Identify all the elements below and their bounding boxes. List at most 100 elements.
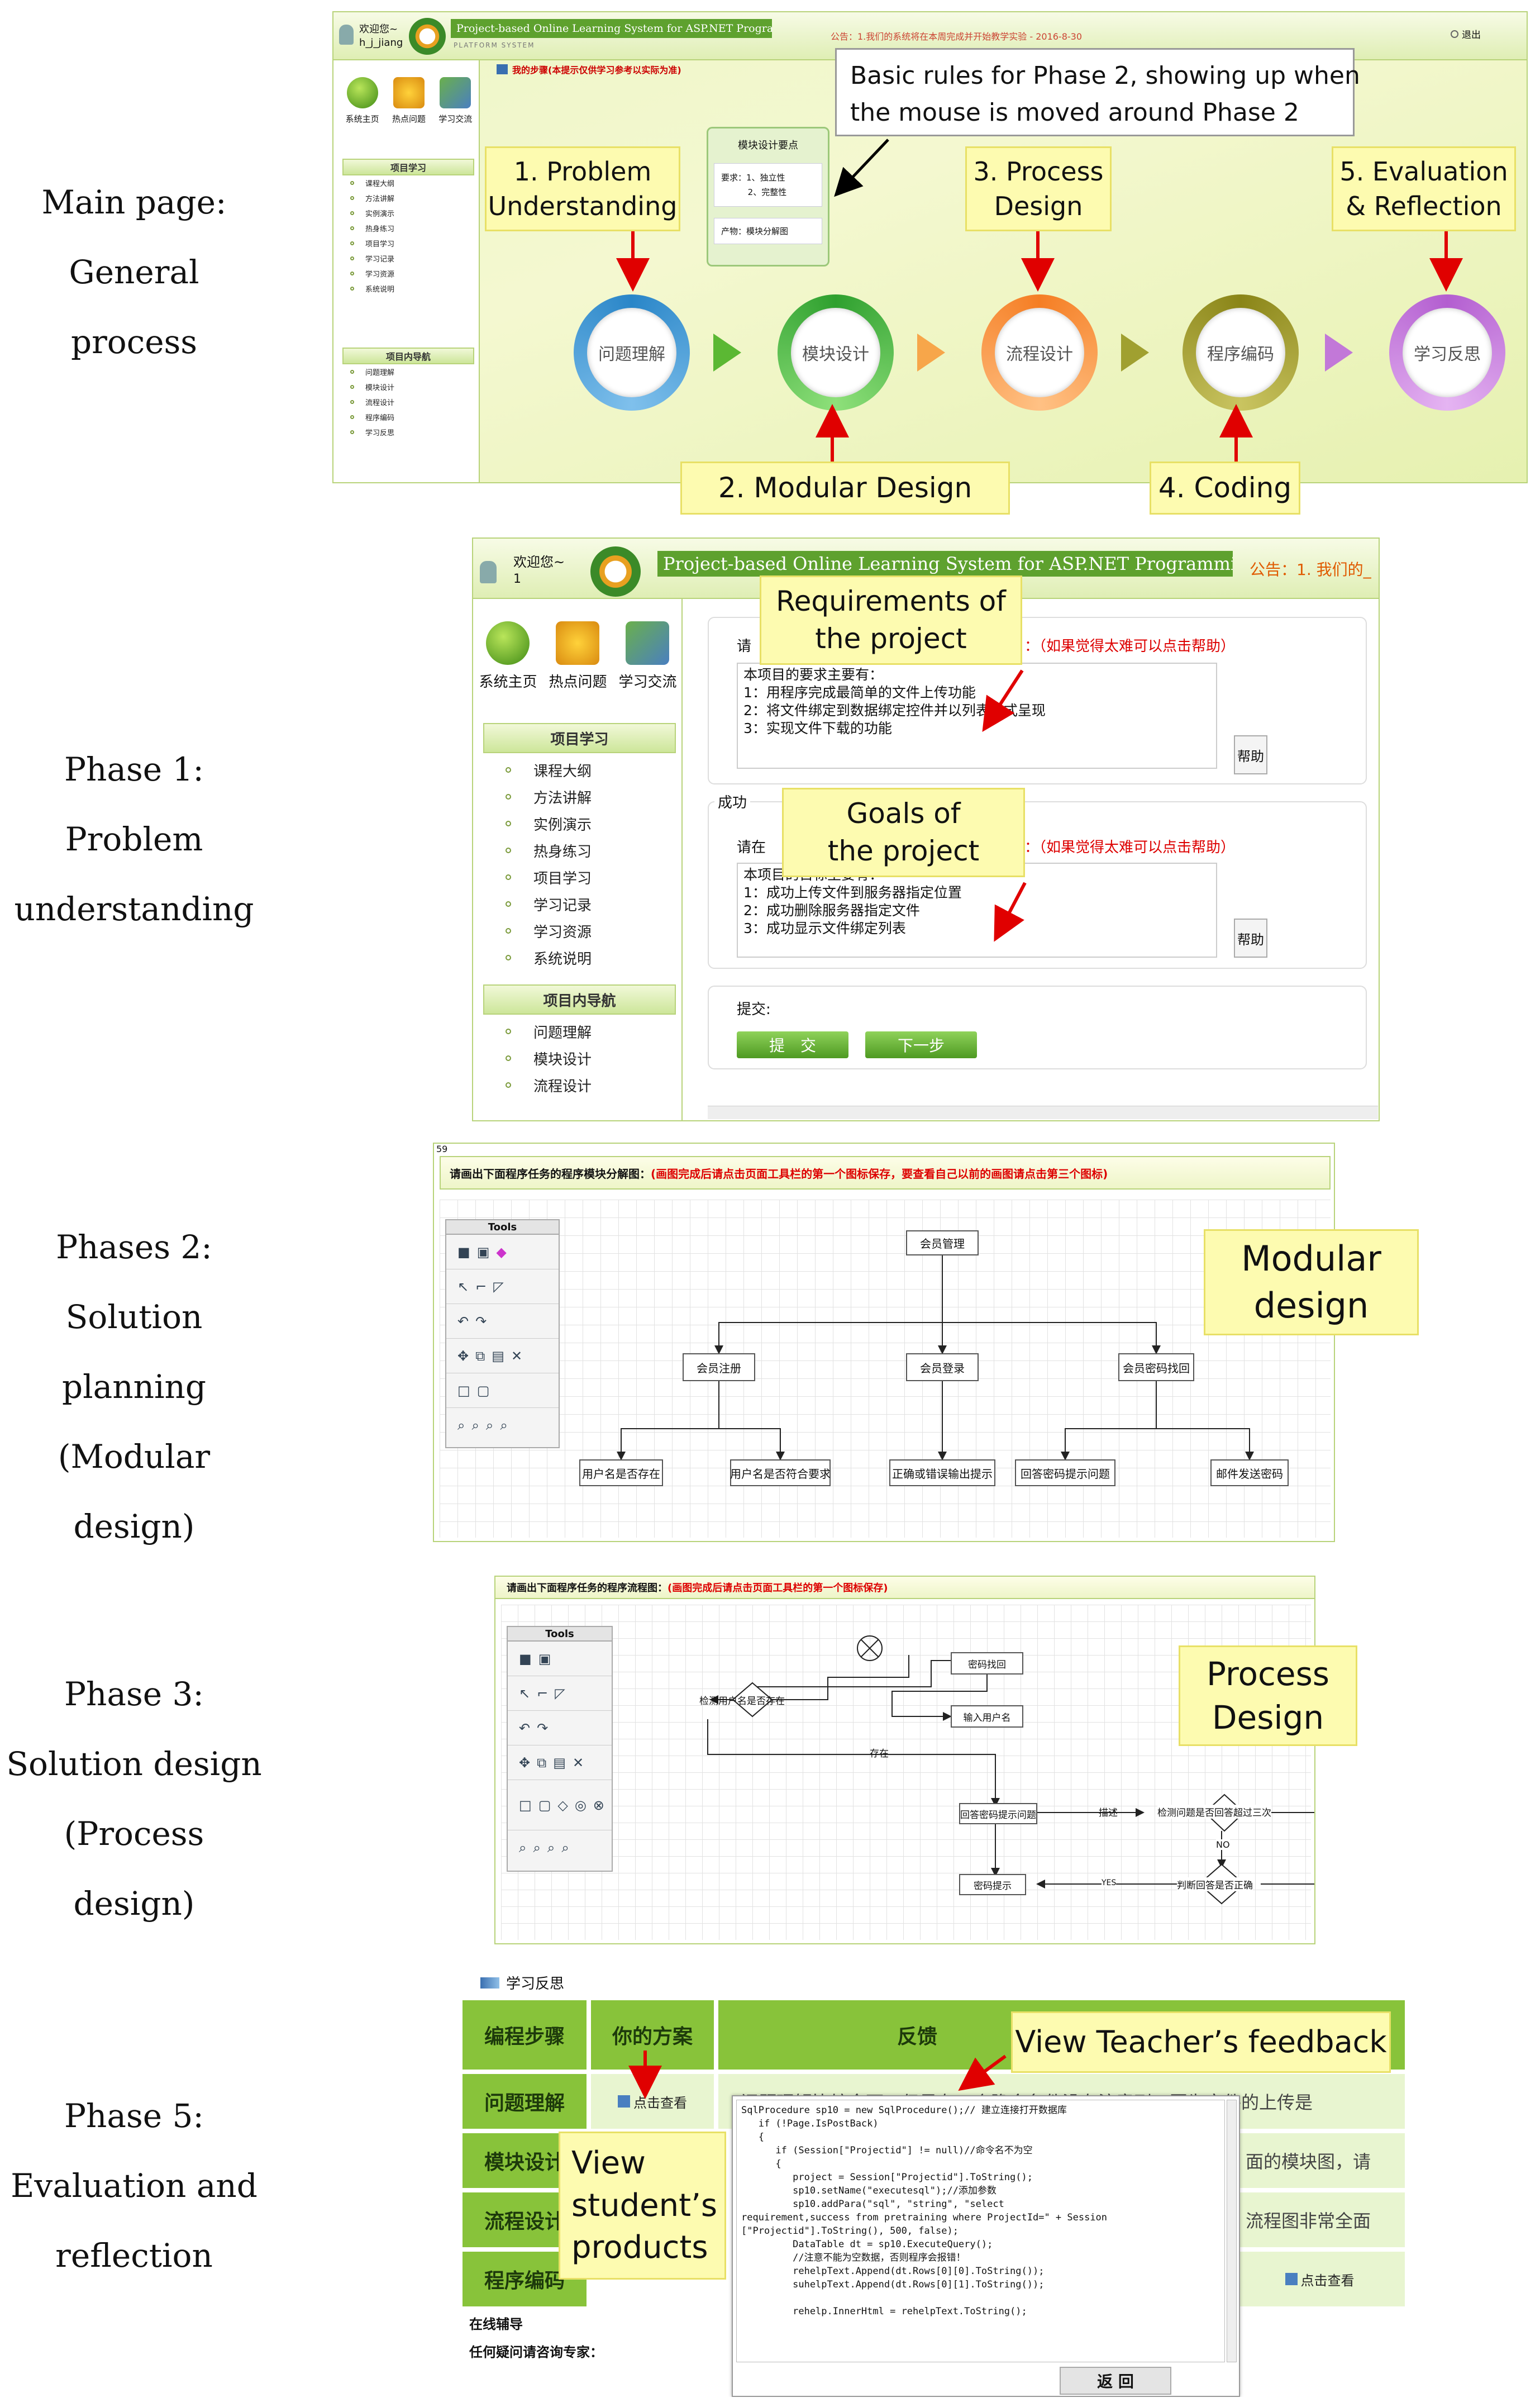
- line-icon[interactable]: ◸: [493, 1278, 504, 1295]
- undo-icon[interactable]: ↶: [457, 1313, 469, 1329]
- redo-icon[interactable]: ↷: [537, 1720, 549, 1736]
- module-leaf-1[interactable]: 用户名是否存在: [579, 1459, 663, 1486]
- sidebar-item[interactable]: 模块设计: [483, 1045, 676, 1072]
- nav-hot[interactable]: 热点问题: [387, 77, 431, 133]
- line-icon[interactable]: ◸: [555, 1685, 565, 1701]
- decision-user-exists[interactable]: [732, 1682, 773, 1718]
- circle-icon[interactable]: ◎: [574, 1797, 587, 1813]
- phase-process-design[interactable]: 流程设计: [981, 294, 1098, 411]
- sidebar-item[interactable]: 实例演示: [342, 206, 474, 221]
- nav-home[interactable]: 系统主页: [340, 77, 385, 133]
- pointer-icon[interactable]: ↖: [519, 1685, 531, 1701]
- flow-input-username[interactable]: 输入用户名: [951, 1705, 1023, 1728]
- module-root[interactable]: 会员管理: [906, 1230, 979, 1255]
- sidebar-item[interactable]: 项目学习: [342, 236, 474, 251]
- sidebar-item[interactable]: 问题理解: [483, 1018, 676, 1045]
- redo-icon[interactable]: ↷: [475, 1313, 487, 1329]
- module-leaf-5[interactable]: 邮件发送密码: [1210, 1459, 1289, 1486]
- zoom-in-icon[interactable]: ⌕: [533, 1840, 541, 1856]
- logout-link[interactable]: 退出: [1451, 27, 1481, 41]
- phase-coding[interactable]: 程序编码: [1183, 294, 1299, 411]
- rectangle-icon[interactable]: □: [519, 1797, 532, 1813]
- connector-icon[interactable]: ⌐: [537, 1685, 549, 1701]
- rectangle-icon[interactable]: □: [457, 1382, 470, 1398]
- zoom-icon[interactable]: ⌕: [519, 1840, 527, 1856]
- delete-icon[interactable]: ✕: [572, 1754, 584, 1771]
- submit-button[interactable]: 提 交: [737, 1031, 848, 1058]
- terminator-icon[interactable]: ⊗: [593, 1797, 604, 1813]
- sidebar-item[interactable]: 学习资源: [342, 266, 474, 281]
- move-icon[interactable]: ✥: [519, 1754, 531, 1771]
- sidebar-item[interactable]: 学习记录: [342, 251, 474, 266]
- sidebar-item[interactable]: 热身练习: [483, 837, 676, 864]
- user-name[interactable]: 1: [513, 572, 521, 586]
- sidebar-item[interactable]: 热身练习: [342, 221, 474, 236]
- zoom-fit-icon[interactable]: ⌕: [500, 1417, 508, 1433]
- connector-icon[interactable]: ⌐: [475, 1278, 487, 1295]
- save-icon[interactable]: ■: [457, 1244, 470, 1260]
- sidebar-item[interactable]: 课程大纲: [483, 757, 676, 783]
- module-leaf-4[interactable]: 回答密码提示问题: [1015, 1459, 1115, 1486]
- sidebar-item[interactable]: 系统说明: [342, 281, 474, 296]
- module-login[interactable]: 会员登录: [906, 1353, 979, 1381]
- sidebar-item[interactable]: 学习资源: [483, 917, 676, 944]
- nav-forum[interactable]: 学习交流: [433, 77, 478, 133]
- paste-icon[interactable]: ▤: [553, 1754, 566, 1771]
- help-button-1[interactable]: 帮助: [1234, 735, 1267, 774]
- nav-home[interactable]: 系统主页: [479, 621, 537, 691]
- sidebar-item[interactable]: 课程大纲: [342, 175, 474, 191]
- sidebar-item[interactable]: 系统说明: [483, 944, 676, 971]
- next-step-button[interactable]: 下一步: [865, 1031, 977, 1058]
- zoom-fit-icon[interactable]: ⌕: [561, 1840, 569, 1856]
- bullet-icon: [506, 874, 511, 880]
- flow-find-password[interactable]: 密码找回: [951, 1652, 1023, 1675]
- code-scrollbar[interactable]: [1227, 2100, 1237, 2362]
- pointer-icon[interactable]: ↖: [457, 1278, 469, 1295]
- sidebar-item[interactable]: 方法讲解: [483, 783, 676, 810]
- move-icon[interactable]: ✥: [457, 1348, 469, 1364]
- nav-hot[interactable]: 热点问题: [549, 621, 607, 691]
- zoom-out-icon[interactable]: ⌕: [485, 1417, 494, 1433]
- sidebar-item[interactable]: 流程设计: [483, 1072, 676, 1098]
- sidebar-item[interactable]: 流程设计: [342, 394, 474, 410]
- paste-icon[interactable]: ▤: [492, 1348, 504, 1364]
- user-name[interactable]: h_j_jiang: [359, 37, 403, 49]
- flow-answer-question[interactable]: 回答密码提示问题: [959, 1803, 1037, 1824]
- sidebar-item[interactable]: 实例演示: [483, 810, 676, 837]
- nav-forum[interactable]: 学习交流: [618, 621, 677, 691]
- zoom-in-icon[interactable]: ⌕: [471, 1417, 479, 1433]
- erase-icon[interactable]: ◆: [496, 1244, 507, 1260]
- save-icon[interactable]: ■: [519, 1650, 532, 1667]
- copy-icon[interactable]: ⧉: [475, 1348, 485, 1364]
- view-link-coding[interactable]: 点击查看: [1285, 2270, 1355, 2289]
- module-leaf-3[interactable]: 正确或错误输出提示: [889, 1459, 995, 1486]
- help-button-2[interactable]: 帮助: [1234, 919, 1267, 958]
- zoom-out-icon[interactable]: ⌕: [547, 1840, 555, 1856]
- phase-problem-understanding[interactable]: 问题理解: [574, 294, 690, 411]
- horizontal-scrollbar[interactable]: [708, 1106, 1378, 1119]
- undo-icon[interactable]: ↶: [519, 1720, 531, 1736]
- sidebar-item[interactable]: 问题理解: [342, 364, 474, 379]
- copy-icon[interactable]: ⧉: [537, 1754, 547, 1771]
- module-leaf-2[interactable]: 用户名是否符合要求: [730, 1459, 831, 1486]
- code-textarea[interactable]: SqlProcedure sp10 = new SqlProcedure();/…: [736, 2100, 1225, 2362]
- flow-password-hint[interactable]: 密码提示: [959, 1874, 1026, 1895]
- save-as-icon[interactable]: ▣: [476, 1244, 490, 1260]
- sidebar-item[interactable]: 学习反思: [342, 425, 474, 440]
- sidebar-item[interactable]: 模块设计: [342, 379, 474, 394]
- phase-reflection[interactable]: 学习反思: [1389, 294, 1505, 411]
- module-recover[interactable]: 会员密码找回: [1118, 1353, 1194, 1381]
- sidebar-item[interactable]: 程序编码: [342, 410, 474, 425]
- rounded-rect-icon[interactable]: ▢: [538, 1797, 551, 1813]
- save-as-icon[interactable]: ▣: [538, 1650, 551, 1667]
- back-button[interactable]: 返 回: [1060, 2367, 1171, 2395]
- phase-modular-design[interactable]: 模块设计: [778, 294, 894, 411]
- module-register[interactable]: 会员注册: [683, 1353, 755, 1381]
- sidebar-item[interactable]: 学习记录: [483, 891, 676, 917]
- rounded-rect-icon[interactable]: ▢: [476, 1382, 490, 1398]
- sidebar-item[interactable]: 方法讲解: [342, 191, 474, 206]
- delete-icon[interactable]: ✕: [511, 1348, 523, 1364]
- diamond-icon[interactable]: ◇: [557, 1797, 568, 1813]
- sidebar-item[interactable]: 项目学习: [483, 864, 676, 891]
- zoom-icon[interactable]: ⌕: [457, 1417, 465, 1433]
